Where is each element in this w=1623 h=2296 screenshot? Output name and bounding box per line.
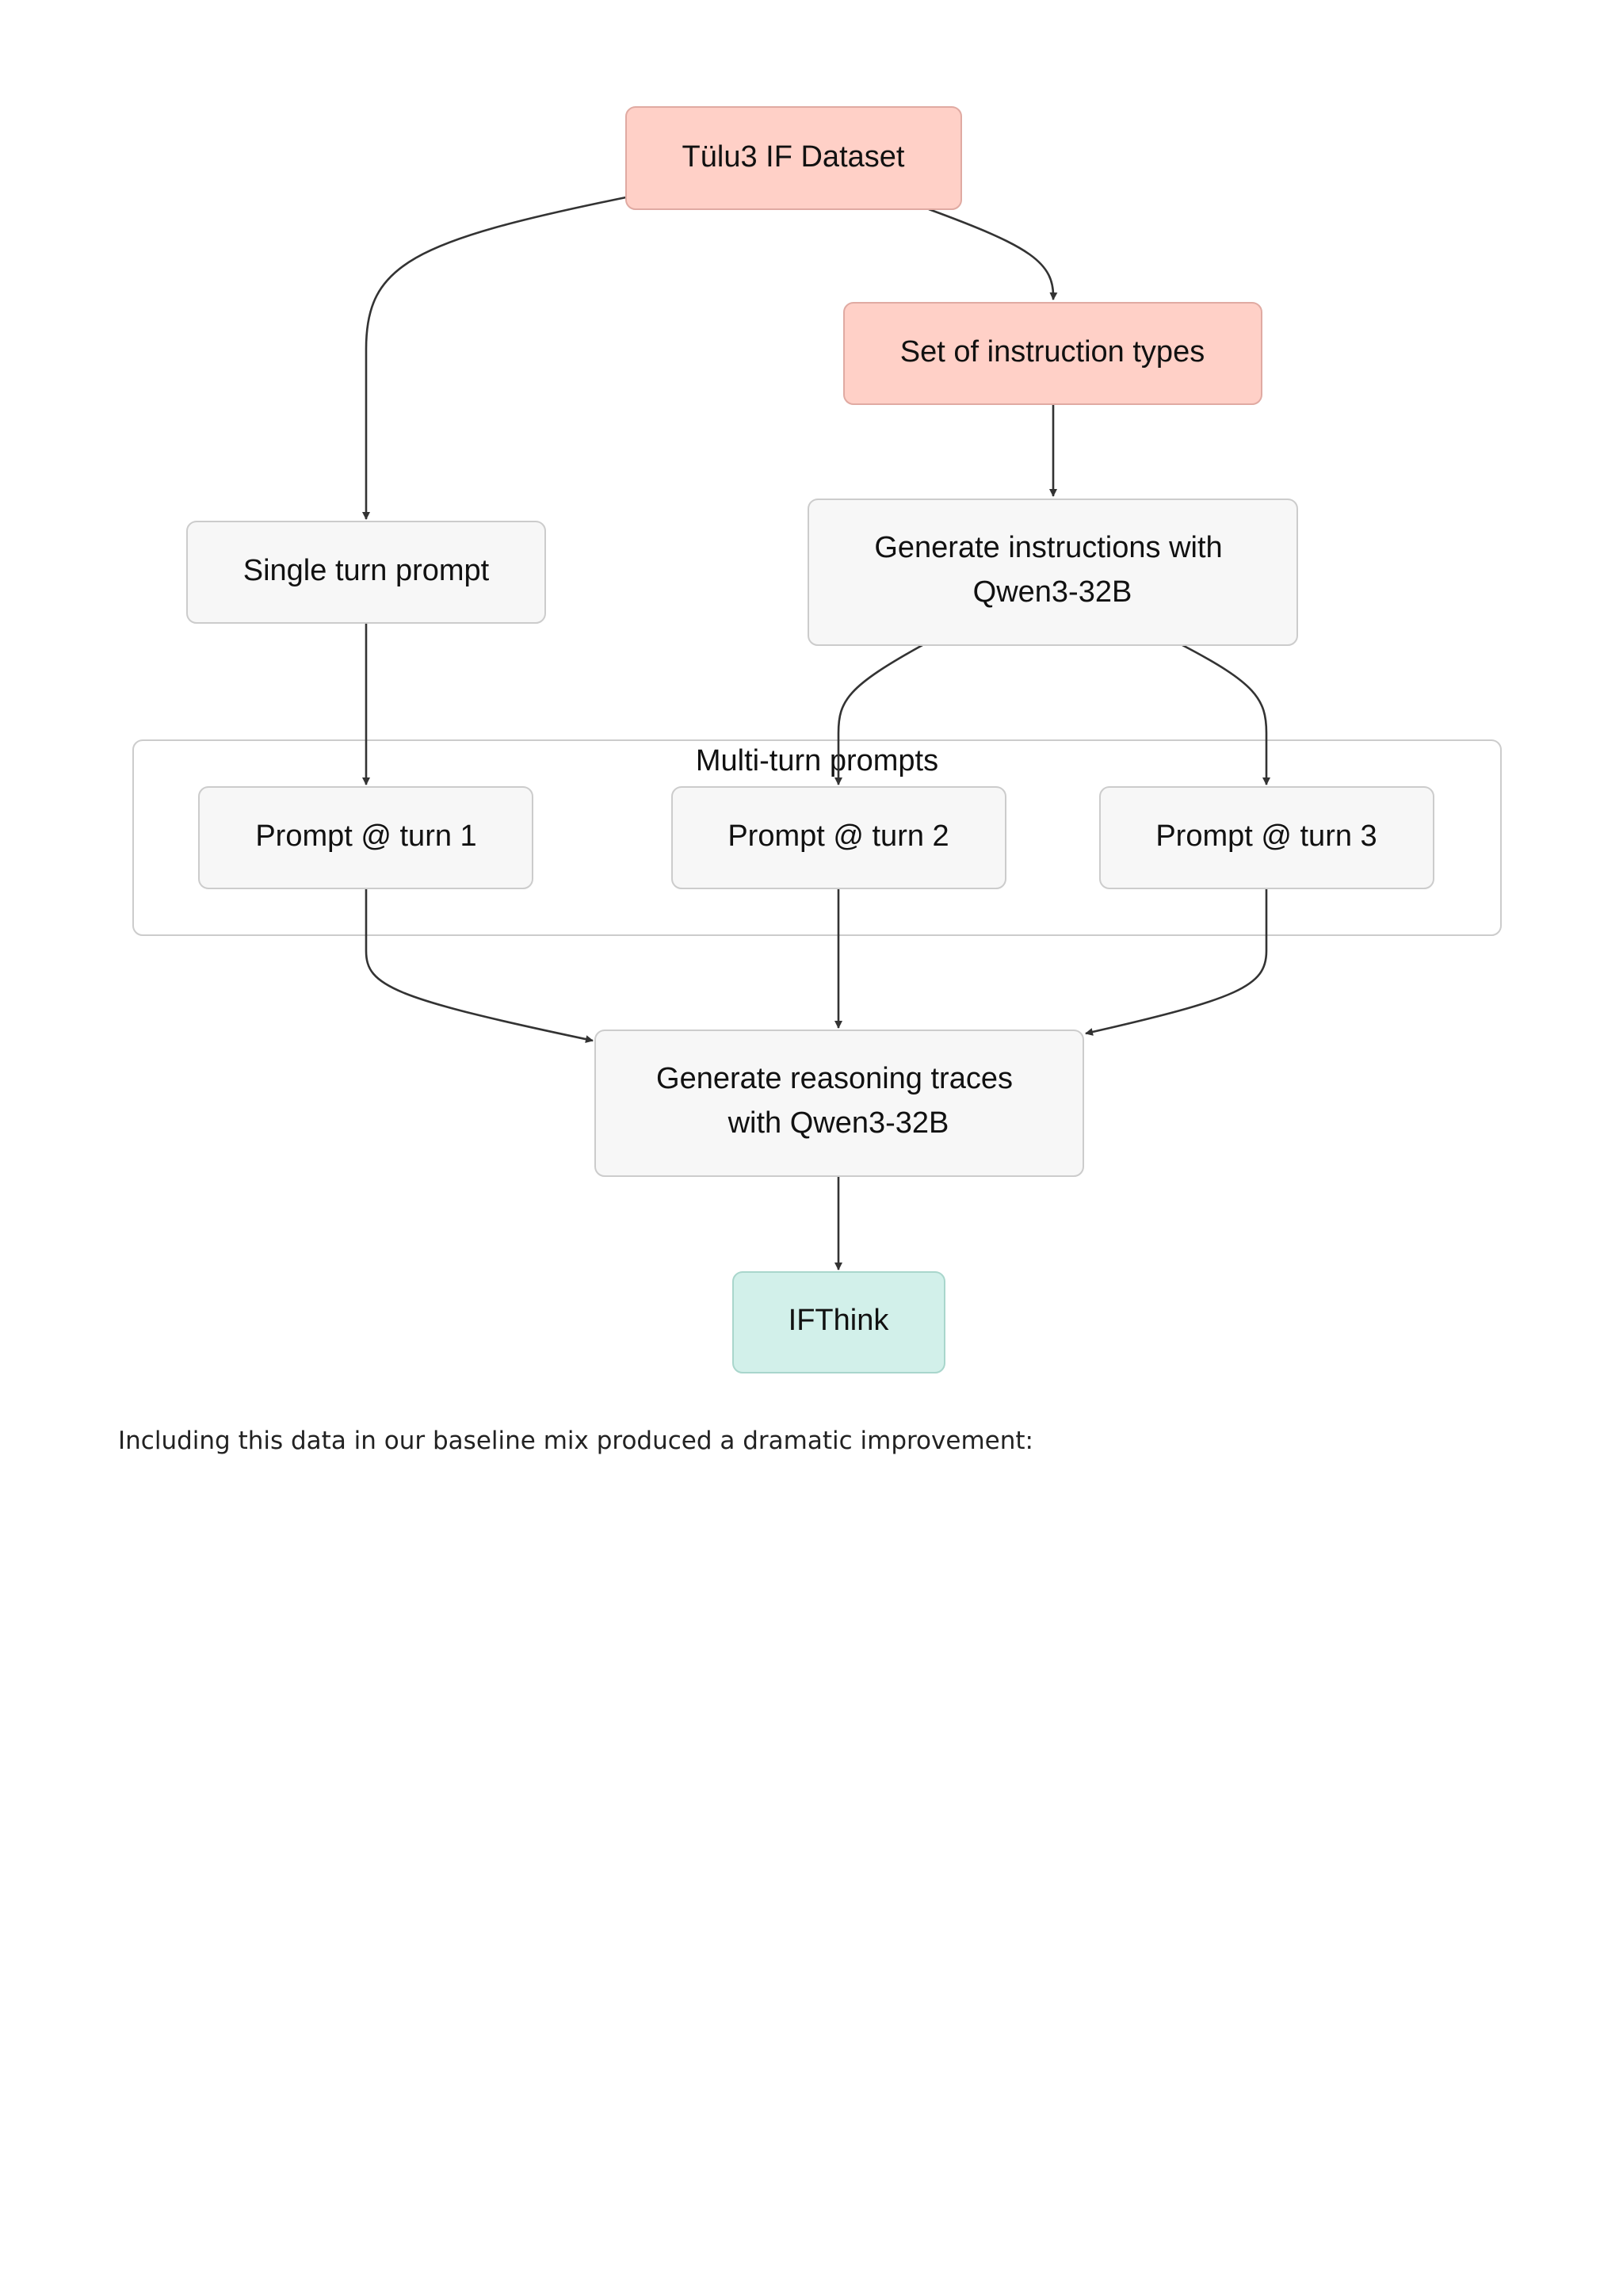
node-prompt-turn-3: Prompt @ turn 3 xyxy=(1099,786,1434,889)
node-label-line-2: with Qwen3-32B xyxy=(727,1106,949,1140)
node-box xyxy=(671,786,1006,889)
cluster-title: Multi-turn prompts xyxy=(696,744,938,777)
node-label: Prompt @ turn 1 xyxy=(255,819,476,853)
node-label-line-1: Generate reasoning traces xyxy=(656,1062,1013,1095)
node-ifthink: IFThink xyxy=(732,1271,945,1373)
edges xyxy=(362,196,1270,1270)
node-label-line-1: Generate instructions with xyxy=(874,531,1222,564)
flowchart-diagram: Multi-turn prompts Tülu3 IF Dataset Set … xyxy=(132,106,1502,1373)
node-label-line-2: Qwen3-32B xyxy=(973,575,1132,609)
node-single-turn-prompt: Single turn prompt xyxy=(186,521,546,624)
node-prompt-turn-2: Prompt @ turn 2 xyxy=(671,786,1006,889)
node-label: Single turn prompt xyxy=(243,554,490,587)
node-box xyxy=(186,521,546,624)
node-box xyxy=(198,786,533,889)
node-label: Set of instruction types xyxy=(900,335,1205,369)
node-instruction-types: Set of instruction types xyxy=(843,302,1262,405)
edge-prompt-turn-1-to-generate-traces xyxy=(365,888,594,1044)
node-box xyxy=(1099,786,1434,889)
node-box xyxy=(625,106,962,210)
node-generate-reasoning-traces: Generate reasoning traces with Qwen3-32B xyxy=(594,1030,1084,1177)
node-tulu-dataset: Tülu3 IF Dataset xyxy=(625,106,962,210)
node-prompt-turn-1: Prompt @ turn 1 xyxy=(198,786,533,889)
node-label: IFThink xyxy=(789,1304,890,1337)
node-label: Prompt @ turn 3 xyxy=(1155,819,1377,853)
node-generate-instructions: Generate instructions with Qwen3-32B xyxy=(808,499,1298,646)
cluster-frame xyxy=(132,739,1502,936)
node-box xyxy=(843,302,1262,405)
edge-dataset-to-instruction-types xyxy=(928,208,1058,300)
edge-generate-instructions-to-prompt-turn-3 xyxy=(1182,644,1270,785)
edge-generate-instructions-to-prompt-turn-2 xyxy=(834,644,923,785)
node-label: Tülu3 IF Dataset xyxy=(682,140,905,174)
node-box xyxy=(808,499,1298,646)
edge-prompt-turn-3-to-generate-traces xyxy=(1085,888,1268,1036)
node-label: Prompt @ turn 2 xyxy=(727,819,949,853)
multi-turn-prompts-cluster: Multi-turn prompts xyxy=(132,739,1502,936)
caption-paragraph: Including this data in our baseline mix … xyxy=(118,1427,1033,1455)
edge-dataset-to-single-turn xyxy=(362,196,627,520)
node-box xyxy=(594,1030,1084,1177)
node-box xyxy=(732,1271,945,1373)
